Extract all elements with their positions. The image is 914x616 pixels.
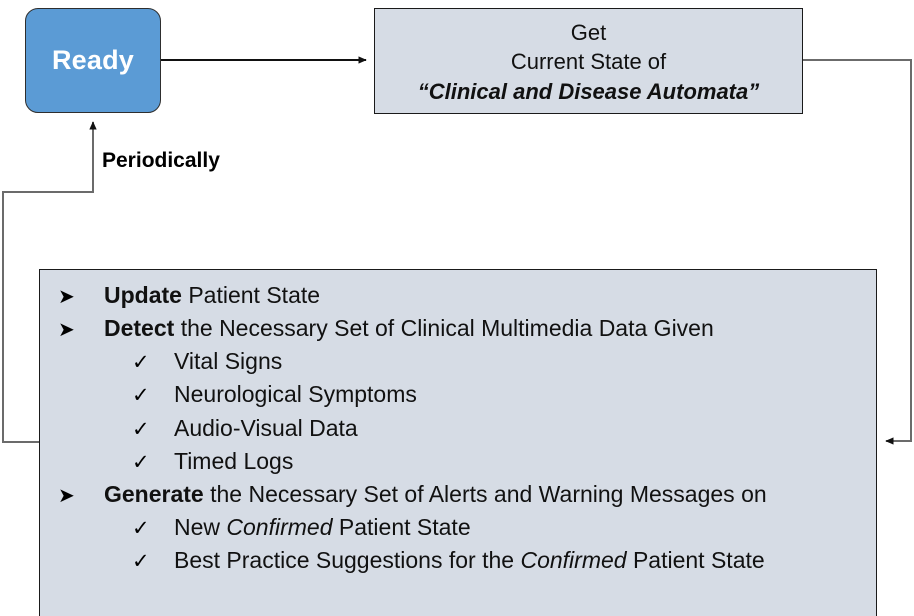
check-bullet-icon: ✓	[132, 515, 150, 540]
ready-state-label: Ready	[51, 45, 135, 75]
periodically-edge-label: Periodically	[102, 149, 220, 172]
actions-box[interactable]: ➤ Update Patient State ➤ Detect the Necessa…	[39, 269, 877, 616]
list-item-label: New Confirmed Patient State	[174, 513, 471, 540]
arrow-bullet-icon: ➤	[58, 284, 75, 308]
actions-list: ➤ Update Patient State ➤ Detect the Necessa…	[40, 282, 876, 574]
list-item-label: Neurological Symptoms	[174, 381, 417, 408]
list-item-label: Vital Signs	[174, 348, 283, 375]
check-bullet-icon: ✓	[132, 549, 150, 573]
list-item-label: Detect the Necessary Set of Clinical Mul…	[104, 315, 714, 342]
get-state-line-1: Get	[570, 20, 607, 46]
arrow-bullet-icon: ➤	[58, 482, 75, 507]
arrow-bullet-icon: ➤	[58, 317, 75, 342]
list-item: ✓ Neurological Symptoms	[40, 381, 876, 408]
list-item: ✓ Vital Signs	[40, 348, 876, 375]
list-item-label: Audio-Visual Data	[174, 414, 358, 441]
check-bullet-icon: ✓	[132, 350, 150, 375]
check-bullet-icon: ✓	[132, 416, 150, 441]
ready-state-node[interactable]: Ready	[25, 8, 161, 113]
list-item: ➤ Detect the Necessary Set of Clinical Mu…	[40, 315, 876, 342]
list-item: ✓ New Confirmed Patient State	[40, 514, 876, 541]
list-item: ✓ Best Practice Suggestions for the Confi…	[40, 547, 876, 574]
list-item-label: Best Practice Suggestions for the Confir…	[174, 547, 765, 573]
list-item: ✓ Audio-Visual Data	[40, 415, 876, 442]
get-current-state-box[interactable]: Get Current State of “Clinical and Disea…	[374, 8, 803, 114]
list-item-label: Update Patient State	[104, 282, 321, 308]
list-item-label: Generate the Necessary Set of Alerts and…	[104, 480, 767, 507]
check-bullet-icon: ✓	[132, 449, 150, 474]
check-bullet-icon: ✓	[132, 383, 150, 408]
list-item-label: Timed Logs	[174, 447, 294, 474]
get-state-line-3: “Clinical and Disease Automata”	[417, 78, 760, 104]
list-item: ➤ Generate the Necessary Set of Alerts an…	[40, 481, 876, 508]
get-state-line-2: Current State of	[510, 49, 667, 75]
list-item: ✓ Timed Logs	[40, 448, 876, 475]
list-item: ➤ Update Patient State	[40, 282, 876, 309]
